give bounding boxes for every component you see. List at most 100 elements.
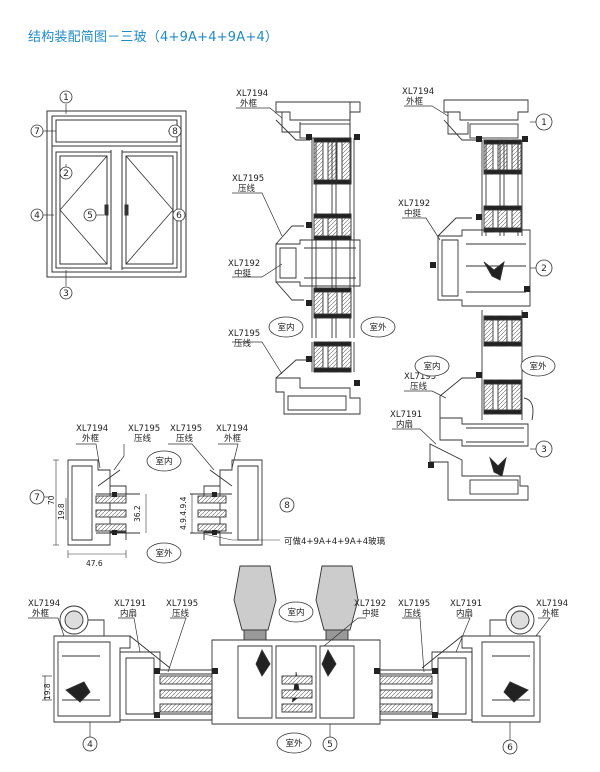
marker-b1-circle	[535, 113, 553, 131]
label-c-indoor: 室内	[155, 456, 172, 467]
label-d-xl7191: XL7191	[114, 599, 146, 609]
label-d-mullion: 中挺	[362, 608, 380, 619]
marker-8: 8	[172, 127, 178, 137]
oval-d-inside	[278, 601, 314, 623]
oval-c-outside	[146, 542, 182, 564]
marker-c8: 8	[284, 501, 290, 511]
fixed-seals	[306, 134, 360, 386]
label-a-indoor: 室内	[277, 322, 294, 333]
label-b-indoor: 室内	[423, 361, 440, 372]
oval-a-outside	[360, 316, 396, 338]
label-d-bead: 压线	[172, 608, 190, 619]
label-b-sash: 内扇	[396, 419, 413, 430]
marker-d6-circle	[502, 739, 518, 755]
label-d-indoor: 室内	[287, 607, 304, 618]
oval-b-outside	[520, 355, 556, 377]
marker-c7-circle	[29, 489, 45, 505]
marker-1-circle	[59, 90, 73, 104]
section-casement	[429, 99, 534, 501]
label-b-outdoor: 室外	[529, 361, 547, 372]
marker-d5-circle	[322, 736, 338, 752]
label-d-sash: 内扇	[120, 608, 137, 619]
label-d-bead-2: 压线	[404, 608, 422, 619]
marker-d4-circle	[82, 736, 98, 752]
marker-6-circle	[172, 208, 186, 222]
marker-8-circle	[168, 124, 182, 138]
label-a-outdoor: 室外	[369, 322, 387, 333]
label-c-xl7194: XL7194	[76, 424, 108, 434]
label-a-xl7192: XL7192	[228, 259, 260, 269]
oval-b-inside	[414, 355, 450, 377]
label-a-bead: 压线	[238, 183, 256, 194]
label-a-xl7195-2: XL7195	[228, 329, 260, 339]
label-a-outer-frame: 外框	[240, 98, 258, 109]
label-d-sash-2: 内扇	[456, 608, 473, 619]
window-elevation	[46, 110, 187, 278]
label-c-bead-2: 压线	[176, 433, 194, 444]
label-c-xl7195: XL7195	[128, 424, 160, 434]
label-d-xl7194-2: XL7194	[536, 599, 568, 609]
dim-d-19-8: 19.8	[43, 683, 52, 700]
marker-5: 5	[87, 211, 93, 221]
section-transom	[67, 459, 263, 546]
label-b-xl7192: XL7192	[398, 199, 430, 209]
marker-7-circle	[30, 124, 44, 138]
dim-19-8: 19.8	[57, 503, 66, 520]
label-a-xl7194: XL7194	[236, 89, 268, 99]
label-b-mullion: 中挺	[404, 208, 422, 219]
marker-1: 1	[63, 93, 69, 103]
marker-b1: 1	[541, 118, 547, 128]
oval-c-inside	[146, 450, 182, 472]
label-d-xl7192: XL7192	[354, 599, 386, 609]
glass-note: 可做4+9A+4+9A+4玻璃	[284, 536, 386, 547]
marker-2-circle	[59, 166, 73, 180]
marker-5-circle	[83, 208, 97, 222]
label-d-xl7195-2: XL7195	[398, 599, 430, 609]
label-d-xl7194: XL7194	[28, 599, 60, 609]
marker-7: 7	[34, 127, 40, 137]
marker-b2: 2	[541, 264, 547, 274]
label-d-xl7195: XL7195	[166, 599, 198, 609]
label-d-outer-frame: 外框	[32, 608, 50, 619]
marker-d4: 4	[87, 740, 93, 750]
label-b-xl7195: XL7195	[404, 372, 436, 382]
label-c-outer-frame: 外框	[82, 433, 100, 444]
marker-3: 3	[63, 289, 69, 299]
marker-c7: 7	[34, 493, 40, 503]
label-b-bead: 压线	[410, 381, 428, 392]
dim-4-9-4-9-4: 4.9.4.9.4	[179, 496, 188, 530]
label-d-outer-frame-2: 外框	[542, 608, 560, 619]
label-b-xl7194: XL7194	[402, 87, 434, 97]
marker-3-circle	[59, 286, 73, 300]
marker-2: 2	[63, 169, 69, 179]
dim-47-6: 47.6	[86, 559, 103, 568]
label-c-outer-frame-2: 外框	[224, 433, 242, 444]
marker-6: 6	[176, 211, 182, 221]
marker-4-circle	[30, 208, 44, 222]
dim-lines	[53, 459, 280, 558]
dim-70: 70	[47, 495, 56, 505]
oval-d-outside	[276, 732, 312, 754]
label-a-mullion: 中挺	[234, 268, 252, 279]
page-title: 结构装配简图－三玻（4+9A+4+9A+4）	[28, 30, 279, 45]
label-b-outer-frame: 外框	[406, 96, 424, 107]
label-c-bead: 压线	[134, 433, 152, 444]
label-c-xl7194-2: XL7194	[216, 424, 248, 434]
section-fixed	[275, 101, 361, 415]
label-c-xl7195-2: XL7195	[170, 424, 202, 434]
section-horizontal	[53, 565, 541, 725]
label-a-xl7195: XL7195	[232, 174, 264, 184]
marker-c8-circle	[279, 497, 295, 513]
marker-d5: 5	[327, 740, 333, 750]
marker-b2-circle	[535, 259, 553, 277]
label-c-outdoor: 室外	[155, 548, 173, 559]
oval-a-inside	[268, 316, 304, 338]
marker-4: 4	[34, 211, 40, 221]
dim-36-2: 36.2	[133, 505, 142, 522]
label-d-xl7191-2: XL7191	[450, 599, 482, 609]
marker-b3-circle	[535, 440, 553, 458]
label-d-outdoor: 室外	[285, 738, 303, 749]
label-a-bead-2: 压线	[234, 338, 252, 349]
marker-d6: 6	[507, 743, 513, 753]
